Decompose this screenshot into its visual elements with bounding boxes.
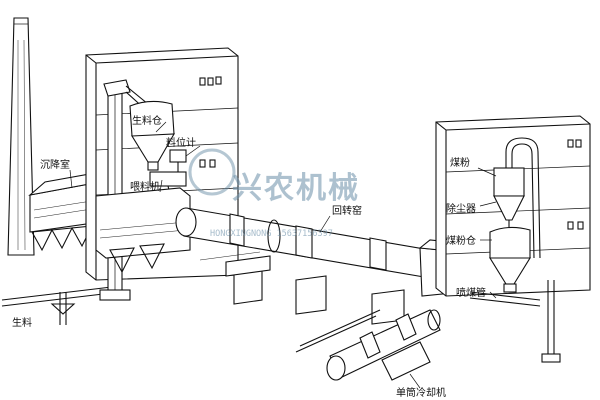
coal-injection-pipe xyxy=(469,280,561,363)
label-dust-collector: 除尘器 xyxy=(446,202,476,215)
rotary-kiln xyxy=(175,207,439,279)
leader-lines xyxy=(69,121,497,389)
label-raw-meal-bin: 生料仓 xyxy=(132,114,162,127)
kiln-supports xyxy=(199,251,405,325)
label-coal-powder: 煤粉 xyxy=(450,156,470,169)
watermark-contact: HONGXINGNONG 15637156397 xyxy=(210,229,333,239)
watermark: 兴农机械 HONGXINGNONG 15637156397 xyxy=(188,148,360,239)
raw-meal-bin xyxy=(129,100,175,171)
coal-powder-pipe xyxy=(505,137,541,259)
watermark-brand: 兴农机械 xyxy=(232,171,360,206)
label-coal-bin: 煤粉仓 xyxy=(446,234,476,247)
coal-bin xyxy=(489,226,531,293)
raw-meal-pipe xyxy=(1,285,121,325)
preheater-lower xyxy=(95,187,191,274)
label-raw-meal: 生料 xyxy=(12,316,32,329)
label-rotary-kiln: 回转窑 xyxy=(332,204,362,217)
single-cylinder-cooler xyxy=(295,309,441,381)
label-single-cylinder-cooler: 单筒冷却机 xyxy=(396,386,446,399)
label-coal-pipe: 喷煤管 xyxy=(456,286,486,299)
label-feeder: 喂料机 xyxy=(130,180,160,193)
label-settling-chamber: 沉降室 xyxy=(40,158,70,171)
chimney xyxy=(7,17,35,256)
label-level-meter: 料位计 xyxy=(166,136,196,149)
watermark-logo-icon xyxy=(188,148,236,196)
